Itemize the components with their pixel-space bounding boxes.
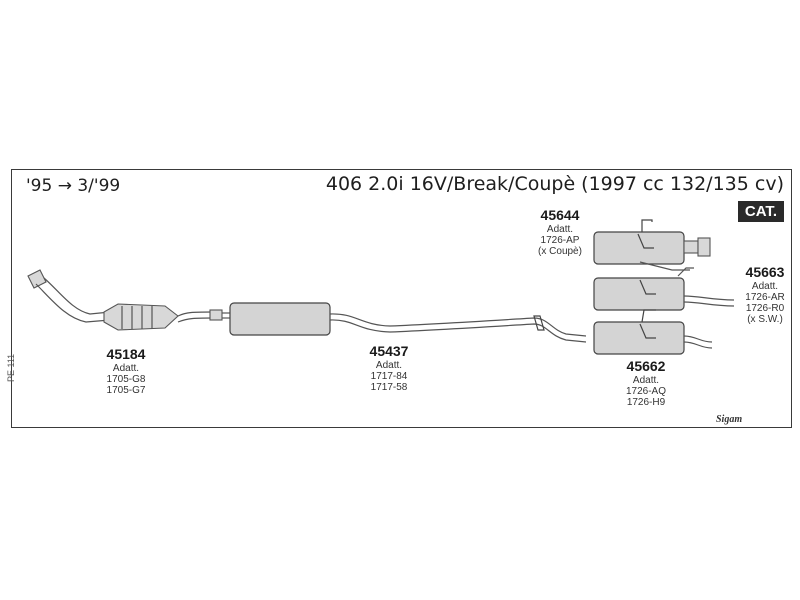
part-line: 1726-AR	[745, 292, 785, 303]
front-pipe-45184	[27, 269, 223, 331]
part-label-45437: 45437 Adatt. 1717-84 1717-58	[349, 343, 429, 393]
middle-section-45437	[222, 302, 587, 343]
brand-logo: Sigam	[716, 414, 743, 425]
part-number: 45662	[626, 358, 666, 374]
part-line: Adatt.	[112, 363, 140, 374]
model-title: 406 2.0i 16V/Break/Coupè (1997 cc 132/13…	[325, 173, 784, 195]
part-line: 1705-G8	[106, 374, 146, 385]
part-line: Adatt.	[546, 224, 574, 235]
part-number: 45663	[745, 264, 785, 280]
part-line: 1717-58	[370, 382, 408, 393]
part-line: Adatt.	[375, 360, 403, 371]
rear-silencer-45644	[593, 219, 711, 271]
part-line: 1717-84	[370, 371, 408, 382]
cat-badge: CAT.	[738, 201, 784, 222]
part-line: 1726-H9	[626, 397, 666, 408]
side-reference-code: PE 111	[6, 353, 16, 382]
part-label-45662: 45662 Adatt. 1726-AQ 1726-H9	[606, 358, 686, 408]
part-line: 1726-AP	[540, 235, 580, 246]
part-line: 1726-AQ	[625, 386, 667, 397]
part-line: Adatt.	[632, 375, 660, 386]
part-line: (x Coupè)	[538, 246, 582, 257]
part-label-45663: 45663 Adatt. 1726-AR 1726-R0 (x S.W.)	[726, 264, 800, 325]
part-number: 45437	[369, 343, 409, 359]
rear-silencer-45662	[593, 309, 713, 355]
part-label-45184: 45184 Adatt. 1705-G8 1705-G7	[86, 346, 166, 396]
part-line: 1705-G7	[106, 385, 146, 396]
part-label-45644: 45644 Adatt. 1726-AP (x Coupè)	[520, 207, 600, 257]
date-range: '95 → 3/'99	[26, 176, 121, 196]
part-number: 45644	[540, 207, 580, 223]
part-line: Adatt.	[751, 281, 779, 292]
part-number: 45184	[106, 346, 146, 362]
rear-silencer-45663	[593, 267, 735, 311]
part-line: 1726-R0	[745, 303, 785, 314]
part-line: (x S.W.)	[747, 314, 783, 325]
